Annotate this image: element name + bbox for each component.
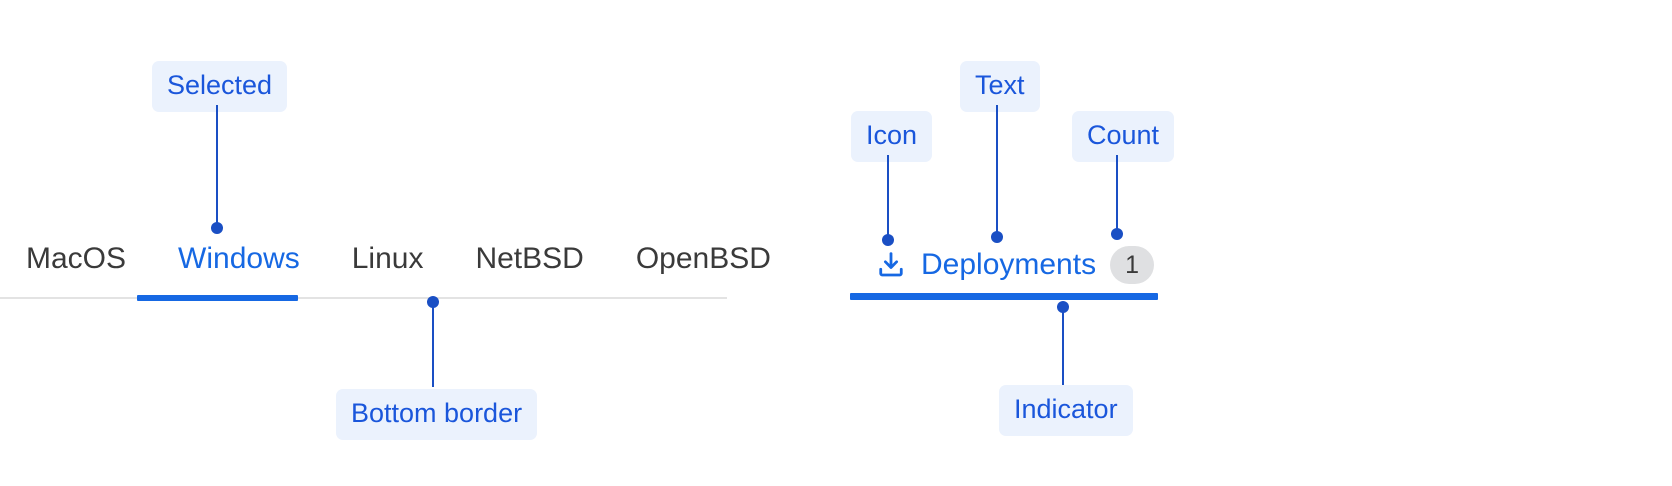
annotation-label-count: Count [1072, 111, 1175, 162]
tab-bar-bottom-border [0, 297, 727, 299]
tab-netbsd[interactable]: NetBSD [475, 242, 584, 275]
tab-windows[interactable]: Windows [178, 242, 300, 275]
leader-dot-indicator [1057, 301, 1069, 313]
annotation-label-bottom-border: Bottom border [336, 389, 538, 440]
tab-openbsd[interactable]: OpenBSD [635, 242, 771, 275]
deployments-tab-indicator [850, 293, 1158, 300]
leader-line-icon [887, 155, 889, 239]
annotation-label-indicator: Indicator [999, 385, 1133, 436]
annotation-label-selected: Selected [152, 61, 288, 112]
leader-line-text [996, 105, 998, 237]
os-tab-bar: MacOS Windows Linux NetBSD OpenBSD [0, 240, 771, 302]
tab-macos[interactable]: MacOS [26, 242, 127, 275]
tab-linux[interactable]: Linux [351, 242, 424, 275]
leader-dot-count [1111, 228, 1123, 240]
annotation-label-text: Text [960, 61, 1040, 112]
tab-selected-indicator [137, 295, 298, 301]
tab-deployments-label: Deployments [921, 248, 1097, 281]
leader-dot-selected [211, 222, 223, 234]
deployments-tab-bar: Deployments 1 [850, 240, 1160, 302]
leader-dot-bottom-border [427, 296, 439, 308]
annotation-label-icon: Icon [851, 111, 933, 162]
leader-line-count [1116, 155, 1118, 233]
leader-dot-text [991, 231, 1003, 243]
leader-line-bottom-border [432, 303, 434, 387]
os-tab-list: MacOS Windows Linux NetBSD OpenBSD [0, 240, 797, 298]
leader-line-selected [216, 105, 218, 227]
leader-dot-icon [882, 234, 894, 246]
tab-deployments[interactable]: Deployments 1 [875, 246, 1155, 284]
leader-line-indicator [1062, 308, 1064, 385]
tab-deployments-count-badge: 1 [1110, 246, 1155, 284]
download-icon [875, 249, 907, 281]
